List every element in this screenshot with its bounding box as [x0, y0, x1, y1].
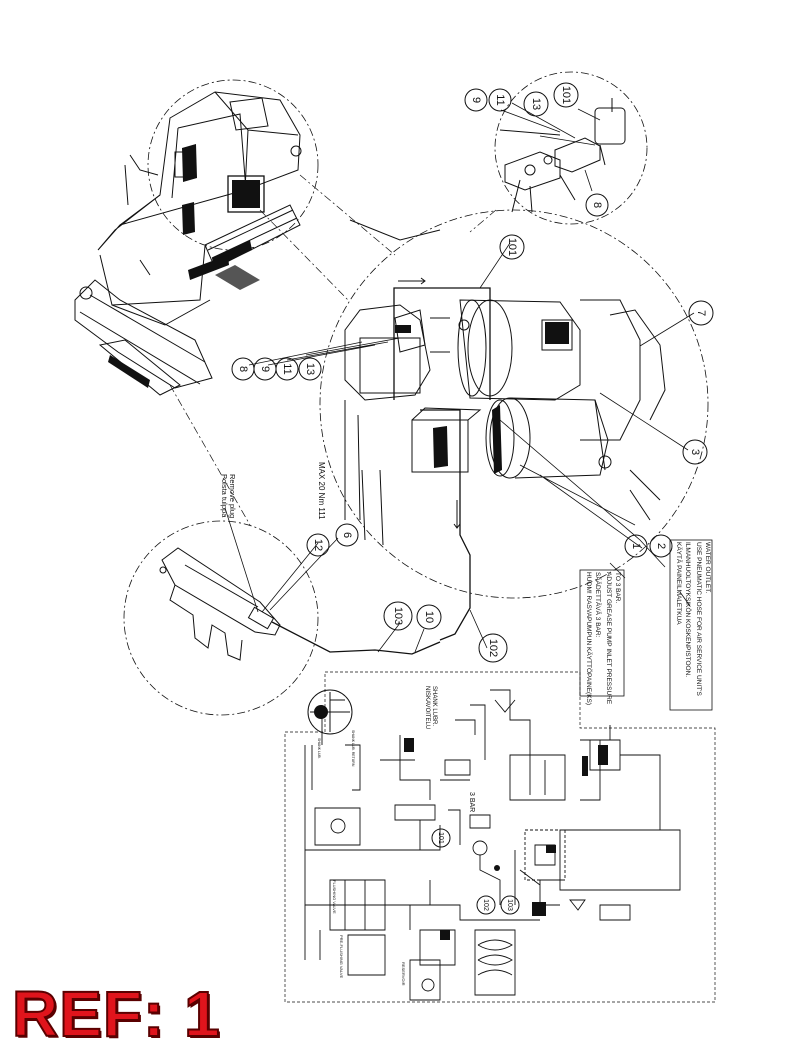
excavator-illustration — [74, 91, 302, 396]
arrow-down — [453, 500, 461, 529]
balloon-6: 6 — [341, 532, 353, 538]
balloon-12: 12 — [312, 539, 324, 551]
balloon-8-left: 8 — [237, 366, 249, 372]
schematic-labels: NISKAVOITELU SHANK LUBR. 3 BAR FLUSHING … — [317, 686, 475, 986]
main-detail-machinery — [344, 219, 666, 546]
balloon-11-top: 11 — [494, 94, 506, 105]
balloon-103-schematic: 103 — [506, 899, 513, 911]
balloon-13-top: 13 — [530, 98, 542, 110]
note-grease-en-1: ADJUST GREASE PUMP INLET PRESSURE — [605, 572, 612, 705]
balloon-101-schematic: 101 — [437, 832, 444, 844]
note-torque: MAX 20 Nm 111 — [317, 462, 326, 520]
balloon-group — [231, 82, 714, 915]
balloon-13-left: 13 — [304, 363, 316, 375]
hose-to-schematic — [271, 621, 441, 655]
balloon-7: 7 — [695, 310, 707, 316]
detail-circle-main — [319, 209, 709, 599]
hose-routing-main — [420, 409, 471, 641]
label-return: SHANK LUB. RETURN — [351, 730, 355, 767]
note-box-grease — [579, 569, 625, 697]
balloon-labels: 101 13 11 9 8 101 7 3 2 1 8 9 11 13 6 12… — [237, 86, 707, 911]
left-detail-plate — [159, 547, 281, 661]
balloon-11-left: 11 — [281, 363, 293, 374]
note-grease-fi-1: HUOM! RASVAPUMPUN KÄYTTÖPAINE(KS) — [585, 572, 593, 705]
balloon-2: 2 — [655, 543, 667, 549]
schematic-lines — [304, 689, 681, 1001]
balloon-9-left: 9 — [259, 366, 271, 372]
note-hose-fi-1: KÄYTÄ PAINEILMALETKUA — [675, 542, 683, 625]
note-remove-plug-fi: Poista tulppa — [220, 474, 229, 518]
balloon-102-schematic: 102 — [482, 899, 489, 911]
label-3bar: 3 BAR — [468, 792, 475, 812]
detail-circle-excavator — [147, 79, 319, 251]
balloon-8-top: 8 — [591, 202, 603, 208]
note-hose-fi-2: ILMANHUOLTOYKSIKÖN KOSKENPISTOON. — [684, 542, 692, 677]
main-detail-dark-regions — [395, 322, 569, 474]
top-right-detail-parts — [499, 98, 626, 213]
arrow-top — [398, 277, 426, 285]
balloon-3: 3 — [689, 449, 701, 455]
balloon-101-top: 101 — [560, 86, 572, 104]
label-shank-lubr-en: SHANK LUBR. — [431, 686, 437, 726]
reference-label: REF: 1 — [11, 978, 221, 1050]
label-reservoir: RESERVOIR — [401, 962, 406, 986]
note-hose-en-2: WATER OUTLET. — [704, 542, 711, 593]
detail-circle-top-right — [494, 71, 648, 225]
balloon-103: 103 — [392, 607, 404, 625]
notes-rotated: Poista tulppa Remove plug MAX 20 Nm 111 … — [220, 462, 711, 705]
balloon-9-top: 9 — [470, 97, 482, 103]
label-preflushing-valve: PRE-FLUSHING VALVE — [339, 935, 344, 979]
balloon-10: 10 — [423, 611, 435, 623]
note-grease-en-2: TO 3 BAR. — [614, 572, 621, 604]
note-grease-fi-2: SÄÄDETTÄVÄ 3 BAR: — [594, 572, 602, 638]
label-shank-lub: SHANK LUB. — [317, 738, 321, 759]
label-shank-lubr-fi: NISKAVOITELU — [424, 686, 430, 729]
label-flushing-valve: FLUSHING VALVE — [332, 880, 337, 914]
grease-pump-symbol — [307, 689, 353, 735]
note-remove-plug-en: Remove plug — [228, 474, 237, 518]
hose-routing-101 — [393, 287, 491, 400]
detail-circle-left — [123, 520, 319, 716]
detail-link-lines — [169, 174, 497, 526]
leader-lines — [224, 102, 695, 653]
excavator-dark-panels — [108, 144, 260, 388]
balloon-102: 102 — [487, 639, 499, 657]
balloon-1: 1 — [630, 543, 642, 549]
note-box-hose — [669, 539, 713, 711]
note-hose-en-1: USE PNEUMATIC HOSE FOR AIR SERVICE UNIT'… — [695, 542, 702, 696]
balloon-101-mid: 101 — [506, 238, 518, 256]
